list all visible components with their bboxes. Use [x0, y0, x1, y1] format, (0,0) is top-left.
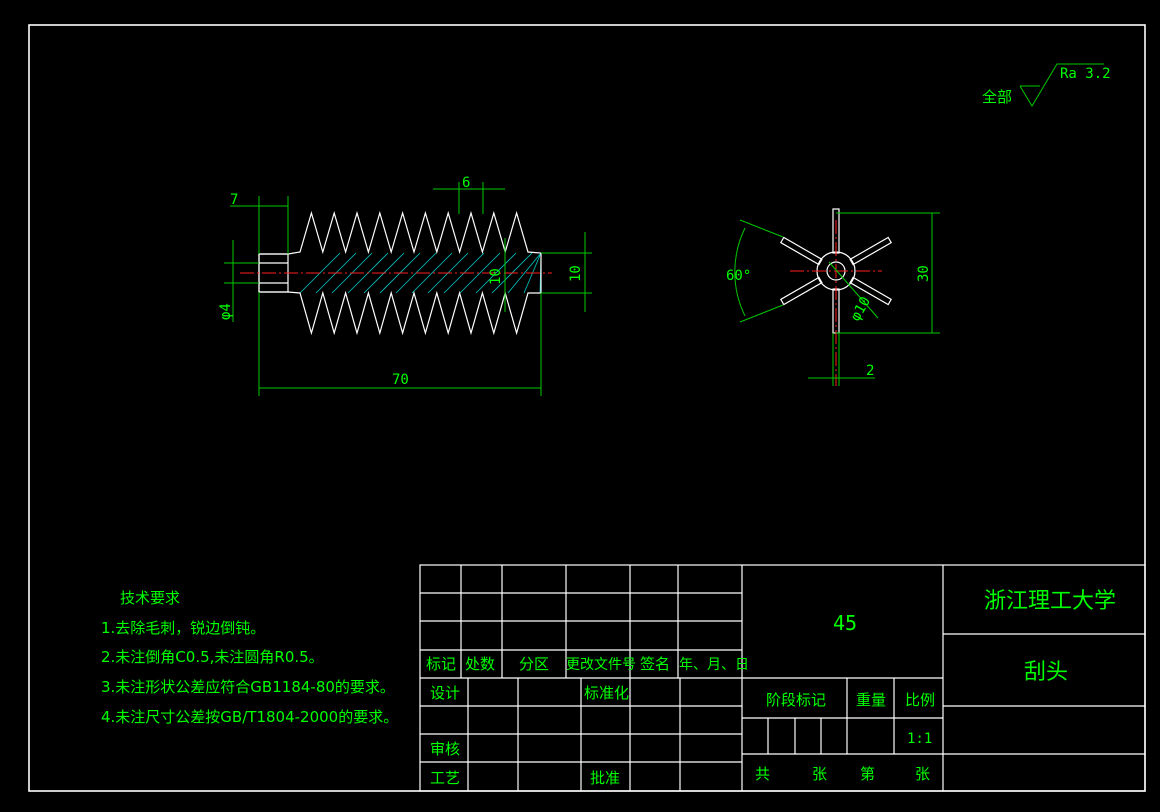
dim-2: 2	[866, 363, 874, 379]
roughness-symbol: 全部 Ra 3.2	[982, 63, 1111, 107]
dim-10-outer: 10	[568, 265, 584, 282]
label-sheets-2: 张	[915, 765, 930, 783]
dim-30: 30	[916, 265, 932, 282]
label-weight: 重量	[856, 691, 886, 709]
drawing-border	[28, 24, 1146, 792]
label-process: 工艺	[430, 769, 460, 787]
roughness-value: Ra 3.2	[1060, 66, 1111, 82]
rev-h2: 分区	[519, 655, 549, 673]
note-2: 2.未注倒角C0.5,未注圆角R0.5。	[101, 648, 324, 666]
label-approve: 批准	[590, 769, 620, 787]
dim-70: 70	[392, 372, 409, 388]
label-standardization: 标准化	[584, 684, 629, 702]
material: 45	[833, 611, 857, 635]
title-block: 45 浙江理工大学 刮头 标记 处数 分区 更改文件号 签名 年、月、日 设计 …	[419, 564, 1146, 792]
label-scale: 比例	[905, 691, 935, 709]
dim-phi4: φ4	[218, 303, 234, 320]
side-view: 30 2 φ10 60°	[726, 208, 940, 386]
blade-slot	[779, 276, 823, 306]
label-design: 设计	[430, 684, 460, 702]
technical-notes: 技术要求 1.去除毛刺，锐边倒钝。 2.未注倒角C0.5,未注圆角R0.5。 3…	[101, 589, 398, 726]
label-sheets-1: 张	[812, 765, 827, 783]
hatch-line	[411, 252, 453, 294]
rev-h1: 处数	[465, 655, 495, 673]
label-sheet-no: 第	[860, 765, 875, 783]
blade-slot	[849, 276, 893, 306]
notes-title: 技术要求	[120, 589, 180, 607]
note-3: 3.未注形状公差应符合GB1184-80的要求。	[101, 678, 395, 696]
dim-7: 7	[230, 192, 238, 208]
blade-slot	[849, 236, 893, 266]
dim-60-angle: 60°	[726, 268, 751, 284]
rev-h3: 更改文件号	[566, 657, 636, 673]
rev-h4: 签名	[640, 655, 670, 673]
label-stage-mark: 阶段标记	[766, 691, 826, 709]
school-name: 浙江理工大学	[984, 589, 1116, 614]
roughness-prefix: 全部	[982, 88, 1012, 106]
hatch-line	[507, 252, 542, 294]
front-view: 7 6 φ4 10 10 70	[218, 175, 592, 396]
dim-6: 6	[462, 175, 470, 191]
dim-10-inner: 10	[488, 268, 504, 285]
scale-value: 1:1	[907, 731, 932, 747]
label-total: 共	[755, 765, 770, 783]
note-4: 4.未注尺寸公差按GB/T1804-2000的要求。	[101, 708, 398, 726]
rev-h5: 年、月、日	[679, 657, 749, 673]
part-name: 刮头	[1024, 660, 1068, 685]
blade-slot	[779, 236, 823, 266]
note-1: 1.去除毛刺，锐边倒钝。	[101, 619, 265, 637]
hatch-line	[459, 252, 501, 294]
label-review: 审核	[430, 740, 460, 758]
rev-h0: 标记	[426, 655, 456, 673]
